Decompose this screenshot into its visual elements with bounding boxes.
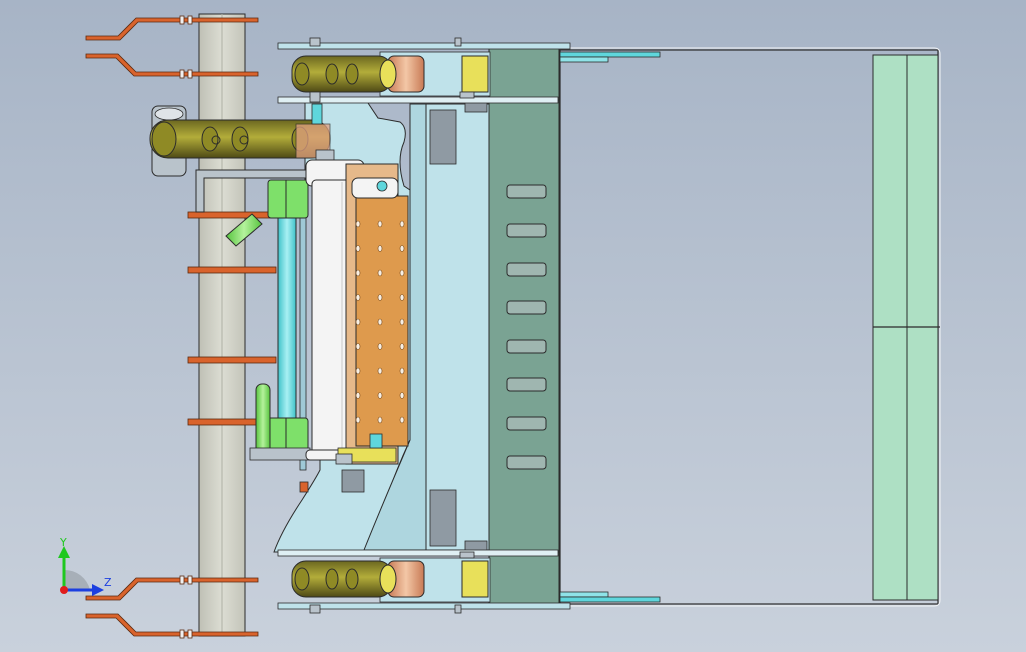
top-hinge-assembly[interactable]	[291, 37, 489, 103]
y-axis-label: Y	[59, 536, 67, 549]
plate-hole	[377, 343, 383, 350]
plate-hole	[399, 318, 405, 326]
plate-hole	[377, 416, 383, 424]
plate-hole	[399, 269, 405, 277]
vertical-post[interactable]	[198, 13, 246, 637]
plate-holes	[355, 220, 405, 424]
plate-hole	[399, 220, 405, 228]
orange-perforated-plate[interactable]	[345, 163, 409, 465]
plate-hole	[377, 220, 383, 228]
plate-hole	[355, 269, 361, 277]
green-vertical-pin[interactable]	[255, 383, 271, 457]
green-angled-pin[interactable]	[225, 213, 263, 247]
plate-hole	[377, 392, 383, 399]
plate-slots	[506, 184, 547, 470]
plate-hole	[355, 294, 361, 301]
plate-hole	[377, 294, 383, 301]
cyan-guide-bars[interactable]	[559, 51, 661, 603]
z-axis-arrowhead	[92, 584, 104, 596]
x-axis-origin	[60, 586, 68, 594]
plate-fittings[interactable]	[299, 177, 399, 493]
plate-hole	[355, 392, 361, 399]
plate-hole	[377, 269, 383, 277]
main-hydraulic-cylinder[interactable]	[149, 103, 335, 177]
y-axis-arrowhead	[58, 546, 70, 558]
top-copper-rails[interactable]	[85, 15, 259, 79]
bottom-copper-rails[interactable]	[85, 575, 259, 639]
plate-hole	[377, 245, 383, 252]
teal-main-plate[interactable]	[488, 47, 560, 607]
plate-hole	[355, 367, 361, 375]
plate-hole	[399, 367, 405, 375]
z-axis-label: Z	[104, 576, 112, 589]
plate-hole	[399, 416, 405, 424]
plate-hole	[355, 416, 361, 424]
plate-hole	[355, 318, 361, 326]
plate-hole	[377, 367, 383, 375]
plate-hole	[355, 343, 361, 350]
bottom-hinge-assembly[interactable]	[291, 551, 489, 614]
plate-hole	[399, 245, 405, 252]
coordinate-triad: Y Z	[58, 536, 112, 596]
plate-hole	[399, 294, 405, 301]
mint-panels[interactable]	[872, 54, 940, 601]
plate-hole	[355, 245, 361, 252]
plate-hole	[377, 318, 383, 326]
plate-hole	[355, 220, 361, 228]
plate-hole	[399, 343, 405, 350]
plate-hole	[399, 392, 405, 399]
